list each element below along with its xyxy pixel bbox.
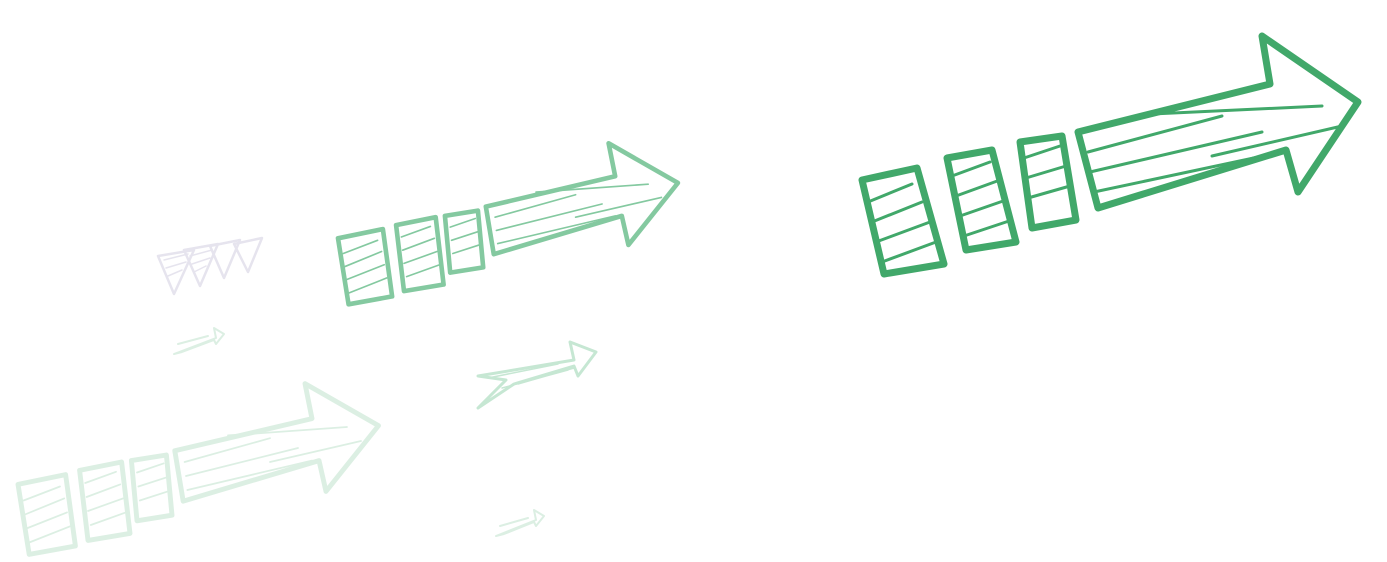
large-segmented-arrow-icon [858,32,1362,278]
chevron-arrows-icon [156,236,264,296]
tiny-sketch-arrow-bottom-icon [495,509,545,537]
tiny-sketch-arrow-icon [173,327,225,355]
medium-segmented-arrow-icon [335,140,681,307]
small-sketch-arrow-icon [476,340,598,410]
faint-segmented-arrow-icon [15,381,381,557]
